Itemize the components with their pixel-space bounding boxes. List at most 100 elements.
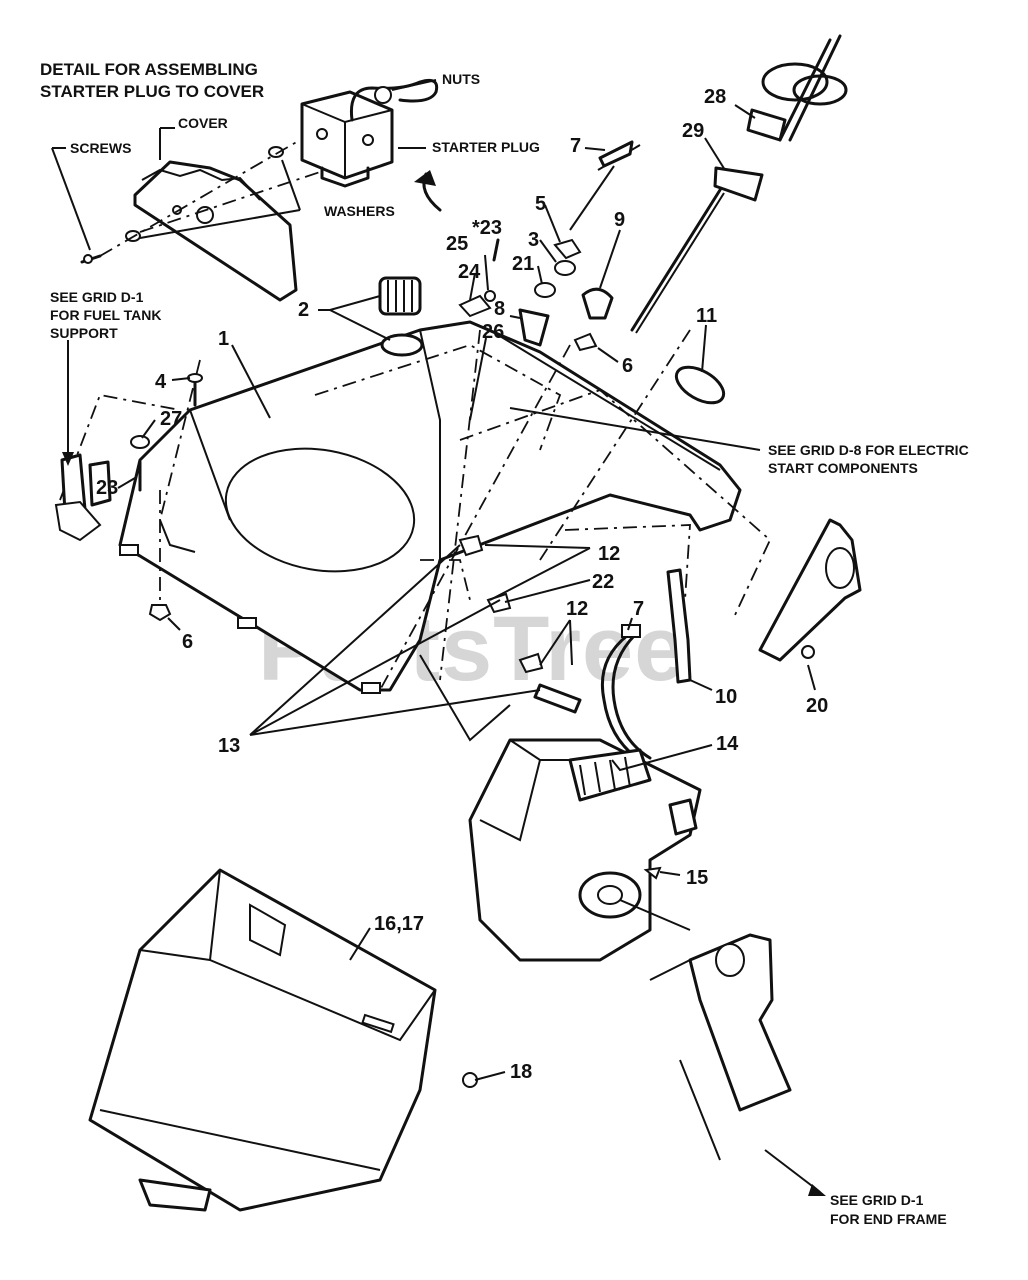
cable-rod-edge (635, 192, 725, 334)
leader-28 (734, 104, 756, 119)
starter-plug-hole-2 (362, 134, 374, 146)
notes: SEE GRID D-1 FOR FUEL TANK SUPPORT SEE G… (50, 289, 969, 1227)
end-frame-arrow-icon (808, 1184, 826, 1196)
hardware (130, 238, 726, 674)
clip-12a-icon (458, 534, 484, 557)
leader-12b (539, 619, 573, 666)
nuts-leader (391, 79, 437, 91)
note-fuel-tank-3: SUPPORT (50, 325, 118, 341)
callout-28: 28 (704, 86, 726, 108)
callout-3: 3 (528, 229, 539, 251)
starter-plug-hole-1 (316, 128, 328, 140)
callout-18: 18 (510, 1061, 532, 1083)
dashed-outline-3 (564, 524, 691, 601)
leader-21 (537, 265, 543, 285)
leader-6a (167, 617, 181, 631)
cover-torn-edge (141, 168, 261, 201)
dashed-outline-5 (420, 559, 471, 601)
note-fuel-tank-1: SEE GRID D-1 (50, 289, 144, 305)
leader-5 (544, 204, 561, 243)
washer-27-icon (130, 435, 150, 449)
lever-20-icon (758, 518, 862, 662)
leader-13 (249, 544, 541, 736)
dashed-outline-1 (314, 344, 562, 451)
leader-27 (141, 419, 156, 439)
assembly-arrow-head-icon (414, 170, 436, 186)
leader-24 (469, 272, 476, 301)
leader-end-frame (764, 1149, 821, 1193)
starter-plug-base (320, 166, 370, 188)
callout-1: 1 (218, 328, 229, 350)
washers-leader-1 (139, 209, 301, 239)
end-frame-plate-icon (688, 933, 792, 1112)
washers-label: WASHERS (324, 203, 395, 219)
callout-9: 9 (614, 209, 625, 231)
cable-bracket-29-icon (713, 166, 764, 202)
bolt-4-icon (187, 373, 203, 383)
leader-7a-shaft (569, 165, 615, 231)
leader-3 (539, 239, 557, 263)
callout-5: 5 (535, 193, 546, 215)
fuel-neck (380, 333, 424, 357)
hood-tab-1 (119, 544, 139, 556)
hood-top-ridge (469, 321, 721, 471)
end-frame-hole (715, 943, 745, 977)
detail-title-line1: DETAIL FOR ASSEMBLING (40, 60, 258, 79)
hood-front-edge (159, 519, 196, 553)
note-end-frame-2: FOR END FRAME (830, 1211, 947, 1227)
leader-11 (701, 324, 707, 373)
leader-15 (659, 871, 681, 876)
nut-21-icon (534, 282, 556, 298)
cable-rod (630, 188, 722, 332)
starter-plug-label: STARTER PLUG (432, 139, 540, 155)
note-end-frame-1: SEE GRID D-1 (830, 1192, 924, 1208)
wire-harness-7 (600, 633, 642, 762)
control-cable (630, 34, 848, 334)
support-foot-icon (54, 500, 102, 542)
clip-12b-icon (518, 652, 544, 674)
cooling-fins (579, 756, 631, 796)
callout-2: 2 (298, 299, 309, 321)
leader-9 (599, 229, 621, 289)
hose-13-icon (533, 683, 582, 714)
end-frame-plate (649, 933, 792, 1161)
washer-3-icon (554, 260, 576, 276)
fuel-cap-icon (378, 276, 422, 316)
callout-23b: 23 (96, 477, 118, 499)
callout-27: 27 (160, 408, 182, 430)
hood-assembly (59, 276, 772, 694)
cable-loop-1 (761, 62, 829, 102)
screw-23-top-shank (492, 238, 500, 262)
fuel-line-group (419, 568, 692, 762)
spring-7-icon (598, 140, 634, 168)
leader-10 (689, 679, 713, 691)
lever-knob (825, 547, 855, 589)
cable-upper (778, 34, 842, 142)
hood-tab-2 (237, 617, 257, 629)
hood-fold-lines (189, 329, 441, 560)
starter-plug-edges (301, 103, 393, 178)
note-electric-2: START COMPONENTS (768, 460, 918, 476)
washer-icon-upper (268, 146, 284, 158)
leader-14 (611, 744, 713, 772)
callout-6a: 6 (182, 631, 193, 653)
tank-opening (224, 447, 416, 573)
engine-shaft-line (619, 899, 691, 931)
engine-block (468, 738, 702, 962)
fuel-tank-support (54, 453, 112, 542)
callout-23a: *23 (472, 217, 502, 239)
callout-22: 22 (592, 571, 614, 593)
connector-7-icon (621, 624, 641, 638)
lower-shroud (88, 868, 478, 1212)
detail-inset: DETAIL FOR ASSEMBLING STARTER PLUG TO CO… (40, 60, 540, 302)
cover-hole (196, 206, 214, 224)
dashed-axis-3 (539, 329, 691, 561)
detail-title-line2: STARTER PLUG TO COVER (40, 82, 264, 101)
callout-11: 11 (696, 305, 717, 327)
callout-8: 8 (494, 298, 505, 320)
leader-16-17 (349, 927, 371, 961)
shroud-back-fold (208, 869, 436, 1042)
shroud-cutout (249, 903, 287, 957)
callout-12a: 12 (598, 543, 620, 565)
